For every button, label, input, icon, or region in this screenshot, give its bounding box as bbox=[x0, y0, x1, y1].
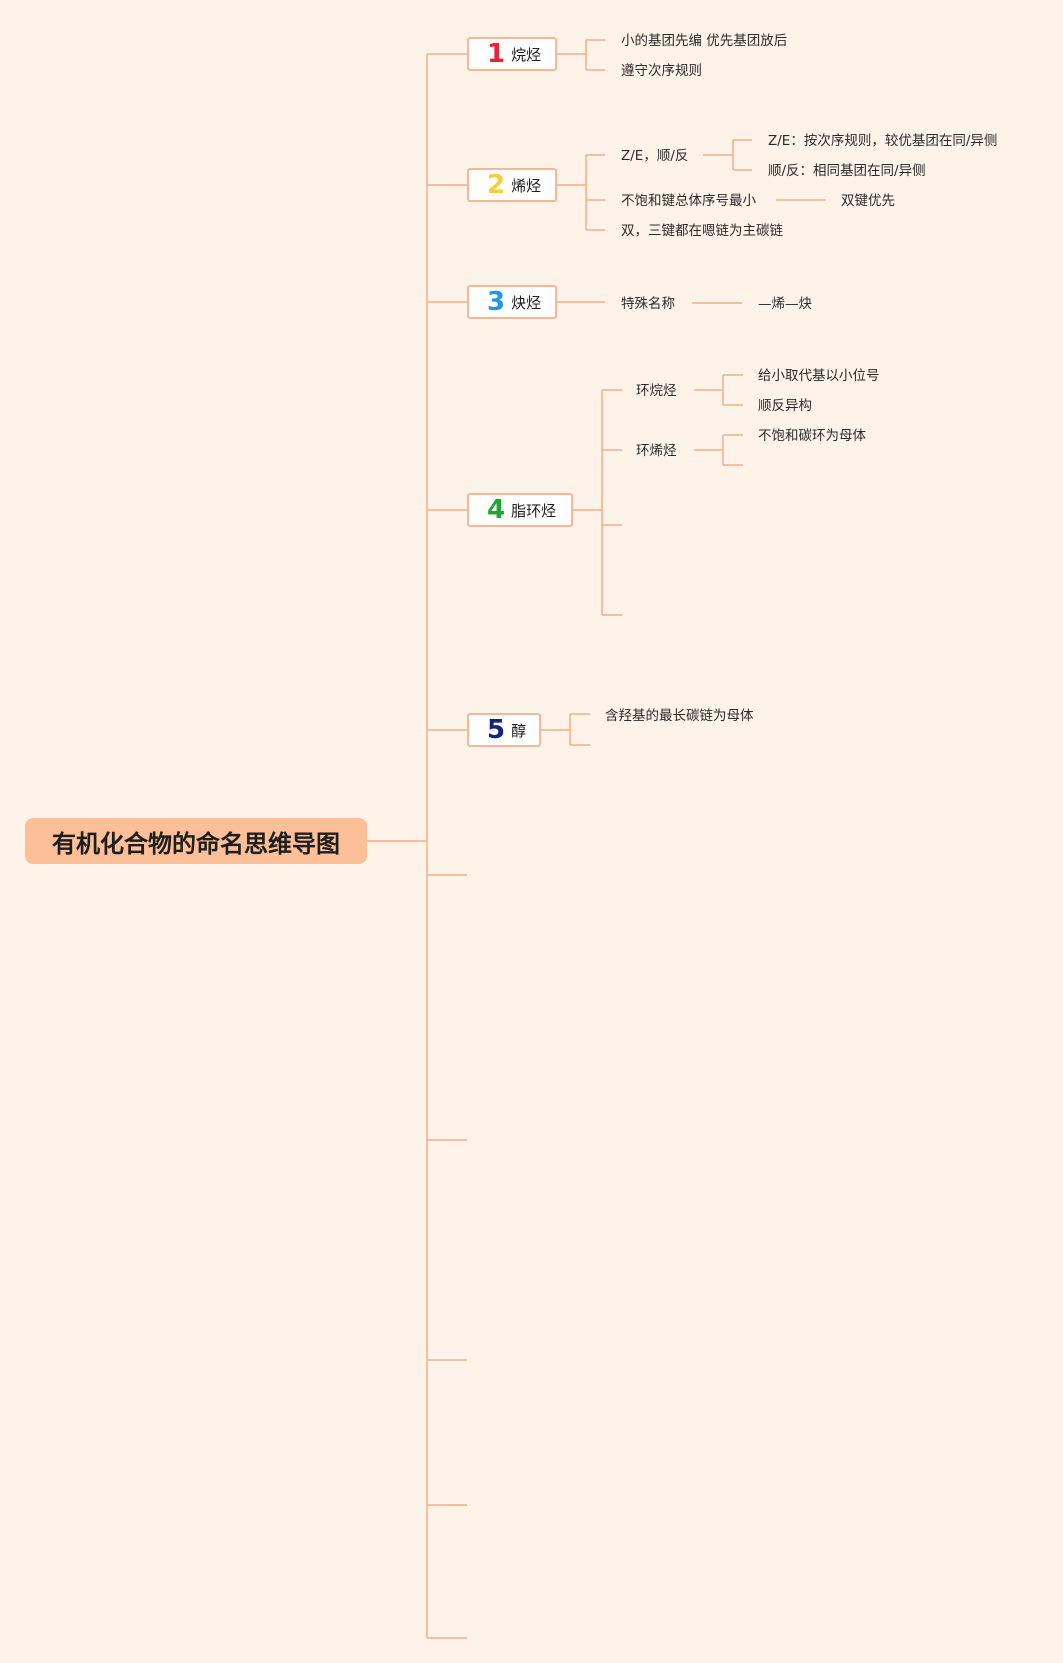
topic-ene-yne[interactable]: —烯—炔 bbox=[758, 296, 812, 312]
branch-1-connector bbox=[557, 39, 605, 71]
number-3-icon: 3 bbox=[487, 287, 506, 317]
topic-ze-rule[interactable]: Z/E：按次序规则，较优基团在同/异侧 bbox=[768, 133, 998, 149]
branch-label: 脂环烃 bbox=[511, 501, 557, 520]
branch-node-alkane[interactable]: 1 烷烃 bbox=[467, 37, 557, 71]
topic-unsaturated-ring[interactable]: 不饱和碳环为母体 bbox=[758, 428, 866, 444]
branch-label: 烯烃 bbox=[511, 176, 542, 195]
number-1-icon: 1 bbox=[487, 39, 506, 69]
branch-4-connector bbox=[573, 389, 622, 616]
branch-2-connector bbox=[557, 154, 605, 231]
topic-sequence-rule[interactable]: 遵守次序规则 bbox=[621, 63, 702, 79]
number-5-icon: 5 bbox=[487, 715, 506, 745]
branch-5-connector bbox=[541, 713, 590, 746]
topic-cis-trans-rule[interactable]: 顺/反：相同基团在同/异侧 bbox=[768, 163, 926, 179]
root-title[interactable]: 有机化合物的命名思维导图 bbox=[25, 818, 367, 864]
topic-unsaturated-lowest[interactable]: 不饱和键总体序号最小 bbox=[621, 193, 756, 209]
branch-node-alicyclic[interactable]: 4 脂环烃 bbox=[467, 493, 573, 527]
number-4-icon: 4 bbox=[487, 495, 506, 525]
topic-cycloalkene[interactable]: 环烯烃 bbox=[636, 443, 677, 459]
topic-small-group-first[interactable]: 小的基团先编 优先基团放后 bbox=[621, 33, 788, 49]
topic-cycloalkane[interactable]: 环烷烃 bbox=[636, 383, 677, 399]
topic-main-chain[interactable]: 双，三键都在嗯链为主碳链 bbox=[621, 223, 783, 239]
cycloalkane-connector bbox=[694, 374, 743, 406]
topic-special-name[interactable]: 特殊名称 bbox=[621, 296, 675, 312]
cycloalkene-connector bbox=[694, 434, 743, 466]
branch-node-alcohol[interactable]: 5 醇 bbox=[467, 713, 541, 747]
branch-label: 炔烃 bbox=[511, 293, 542, 312]
ze-connector bbox=[703, 139, 752, 171]
topic-cis-trans-isomer[interactable]: 顺反异构 bbox=[758, 398, 812, 414]
number-2-icon: 2 bbox=[487, 170, 506, 200]
topic-small-substituent[interactable]: 给小取代基以小位号 bbox=[758, 368, 880, 384]
topic-double-bond-priority[interactable]: 双键优先 bbox=[841, 193, 895, 209]
branch-label: 醇 bbox=[511, 721, 527, 740]
branch-node-alkyne[interactable]: 3 炔烃 bbox=[467, 285, 557, 319]
topic-ze-cis-trans[interactable]: Z/E，顺/反 bbox=[621, 148, 689, 164]
branch-label: 烷烃 bbox=[511, 45, 542, 64]
branch-node-alkene[interactable]: 2 烯烃 bbox=[467, 168, 557, 202]
topic-hydroxyl-chain[interactable]: 含羟基的最长碳链为母体 bbox=[605, 708, 754, 724]
